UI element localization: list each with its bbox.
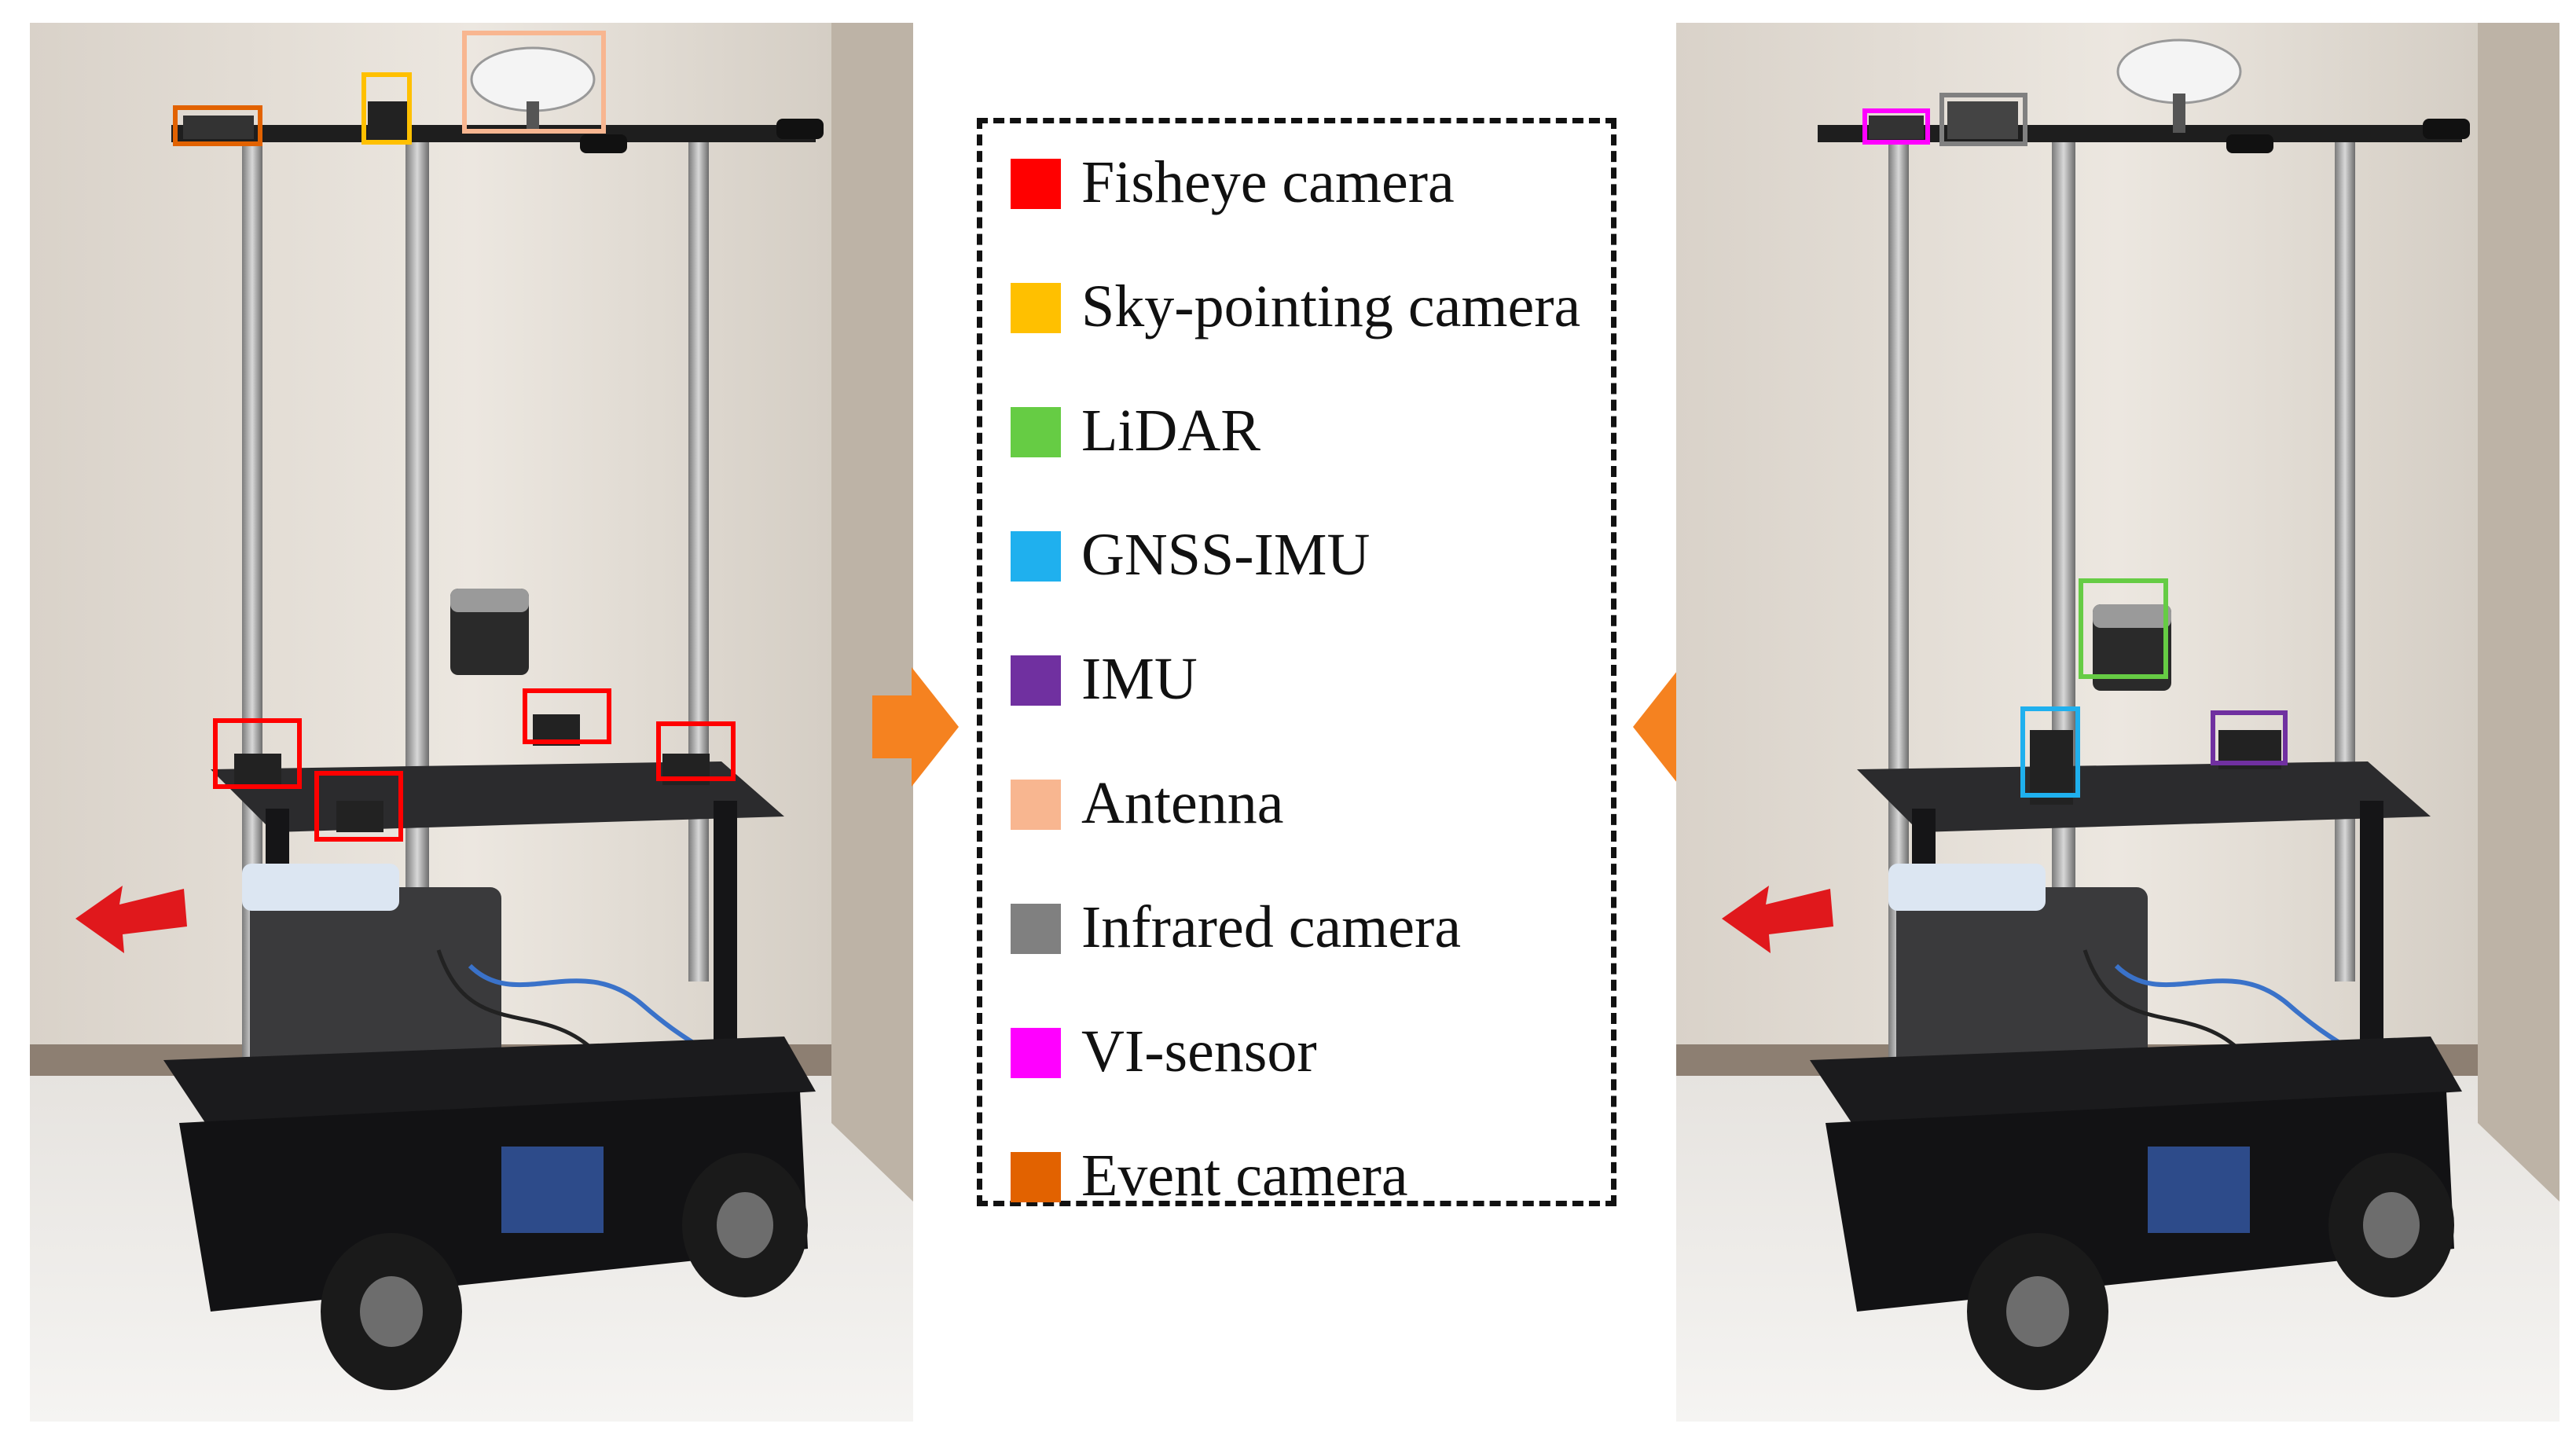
legend-swatch — [1011, 1028, 1061, 1078]
legend-swatch — [1011, 904, 1061, 954]
legend-swatch — [1011, 780, 1061, 830]
storage-lid — [242, 864, 399, 911]
top-bar-end — [2423, 119, 2470, 139]
legend-label: GNSS-IMU — [1081, 522, 1371, 588]
legend-label: Infrared camera — [1081, 894, 1462, 960]
pole — [2335, 133, 2355, 982]
event-camera-highlight — [173, 105, 262, 146]
legend-swatch — [1011, 655, 1061, 706]
legend-label: Antenna — [1081, 770, 1284, 836]
top-bar-end — [2226, 134, 2273, 153]
lower-deck — [1810, 1037, 2462, 1131]
fisheye-camera-highlight — [523, 688, 611, 744]
top-bar-end — [580, 134, 627, 153]
legend-swatch — [1011, 1152, 1061, 1202]
pole — [688, 133, 709, 982]
storage-lid — [1888, 864, 2046, 911]
cable — [2082, 949, 2244, 1054]
antenna-mast — [527, 101, 539, 133]
fisheye-camera-highlight — [314, 771, 403, 842]
direction-arrow-icon — [1722, 886, 1833, 953]
robot-photo-left-drawing — [30, 23, 913, 1422]
infrared-camera-body — [1947, 101, 2018, 139]
battery — [501, 1147, 604, 1233]
door-frame — [2478, 23, 2559, 1202]
storage-box — [250, 887, 501, 1084]
event-camera-body — [183, 116, 254, 139]
sky-pointing-camera-highlight — [361, 72, 412, 145]
imu-highlight — [2211, 710, 2288, 765]
legend-swatch — [1011, 407, 1061, 457]
robot-photo-left — [30, 23, 913, 1422]
legend-label: IMU — [1081, 646, 1198, 712]
wheel-hub — [360, 1276, 423, 1347]
battery — [2148, 1147, 2250, 1233]
arrow-right-icon — [872, 667, 959, 787]
infrared-camera-highlight — [1939, 93, 2027, 146]
antenna-mast — [2173, 94, 2185, 133]
fisheye-camera-highlight — [213, 718, 302, 789]
frame-column — [714, 801, 737, 1084]
legend-label: Event camera — [1081, 1143, 1408, 1209]
legend-label: LiDAR — [1081, 398, 1260, 464]
gnss-imu-highlight — [2020, 706, 2080, 798]
lidar-top — [450, 589, 529, 612]
legend-label: Fisheye camera — [1081, 149, 1455, 215]
top-bar-end — [776, 119, 824, 139]
robot-photo-right — [1676, 23, 2559, 1422]
wheel-hub — [2363, 1192, 2420, 1258]
legend-label: VI-sensor — [1081, 1018, 1317, 1084]
fisheye-camera-body — [234, 754, 281, 785]
lidar-top — [2093, 604, 2171, 628]
gnss-imu-body — [2030, 730, 2073, 805]
wheel-hub — [2006, 1276, 2069, 1347]
wheel-hub — [717, 1192, 773, 1258]
legend-label: Sky-pointing camera — [1081, 273, 1581, 339]
sky-camera-body — [368, 101, 407, 145]
direction-arrow-icon — [75, 886, 187, 953]
cable — [436, 949, 597, 1054]
lidar-highlight — [2079, 578, 2168, 679]
frame-column — [2360, 801, 2383, 1084]
upper-plate — [1857, 761, 2431, 832]
legend-swatch — [1011, 159, 1061, 209]
storage-box — [1896, 887, 2148, 1084]
vi-sensor-body — [1869, 116, 1924, 139]
antenna-highlight — [462, 31, 606, 134]
legend-swatch — [1011, 283, 1061, 333]
legend-swatch — [1011, 531, 1061, 582]
fisheye-camera-body — [336, 801, 383, 832]
legend: Fisheye camera Sky-pointing camera LiDAR… — [977, 118, 1616, 1209]
robot-photo-right-drawing — [1676, 23, 2559, 1422]
chassis — [1826, 1092, 2454, 1312]
lower-deck — [163, 1037, 816, 1131]
vi-sensor-highlight — [1862, 108, 1930, 145]
chassis — [179, 1092, 808, 1312]
fisheye-camera-highlight — [656, 721, 736, 781]
door-frame — [831, 23, 913, 1202]
